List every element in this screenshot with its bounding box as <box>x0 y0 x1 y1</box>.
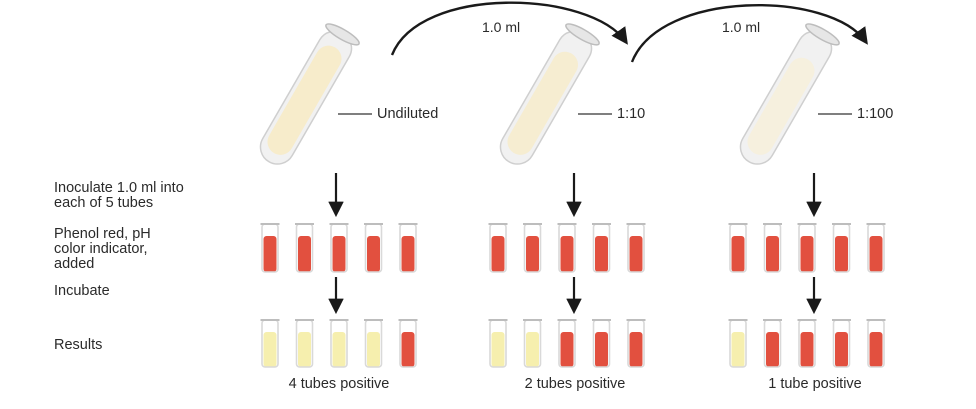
result-tube-g2-t1-liquid <box>491 332 505 367</box>
result-tube-g1-t1 <box>260 319 280 368</box>
result-tube-g3-t5-liquid <box>869 332 883 367</box>
indicator-tube-g2-t1-liquid <box>491 236 505 272</box>
indicator-tube-g1-t5-liquid <box>401 236 415 272</box>
result-label-undiluted: 4 tubes positive <box>288 376 390 392</box>
result-tube-g1-t3 <box>329 319 349 368</box>
indicator-tube-g1-t5 <box>398 223 418 273</box>
indicator-tube-g3-t1-liquid <box>731 236 745 272</box>
stock-tube-undiluted <box>259 23 360 165</box>
indicator-tube-g2-t4-liquid <box>595 236 608 272</box>
result-tube-g2-t2-liquid <box>526 332 539 367</box>
indicator-tube-g3-t5-liquid <box>869 236 883 272</box>
result-tube-g3-t3-liquid <box>800 332 814 367</box>
indicator-tube-g3-t2-liquid <box>766 236 779 272</box>
indicator-tube-g2-t3-liquid <box>560 236 574 272</box>
transfer-arrow-1 <box>390 1 628 56</box>
incubate-arrows <box>328 277 822 315</box>
result-tube-g1-t4 <box>364 319 383 368</box>
result-tube-g2-t3-liquid <box>560 332 574 367</box>
stock-tube-1-10 <box>499 23 600 165</box>
stock-tube-1-100 <box>739 23 840 165</box>
result-tube-rows <box>260 319 886 368</box>
indicator-tube-g3-t4-liquid <box>835 236 848 272</box>
indicator-tube-g2-t5-liquid <box>629 236 643 272</box>
result-label-1-100: 1 tube positive <box>768 376 862 392</box>
result-tube-g2-t4-liquid <box>595 332 608 367</box>
indicator-tube-g1-t3-liquid <box>332 236 346 272</box>
result-label-1-10: 2 tubes positive <box>524 376 626 392</box>
result-tube-g3-t4-liquid <box>835 332 848 367</box>
result-tube-g1-t3-liquid <box>332 332 346 367</box>
result-tube-g1-t2 <box>295 319 314 368</box>
dilution-label-1-10: 1:10 <box>617 106 646 122</box>
indicator-tube-g3-t1 <box>728 223 748 273</box>
step-label-inoculate: Inoculate 1.0 ml into each of 5 tubes <box>54 180 184 211</box>
result-tube-g2-t5-liquid <box>629 332 643 367</box>
result-tube-g2-t2 <box>523 319 542 368</box>
indicator-tube-g3-t3-liquid <box>800 236 814 272</box>
result-tube-g2-t5 <box>626 319 646 368</box>
indicator-tube-g2-t2-liquid <box>526 236 539 272</box>
indicator-tube-g3-t2 <box>763 223 782 273</box>
result-tube-g1-t2-liquid <box>298 332 311 367</box>
indicator-tube-g3-t4 <box>832 223 851 273</box>
indicator-tube-rows <box>260 223 886 273</box>
indicator-tube-g2-t4 <box>592 223 611 273</box>
indicator-tube-g1-t2 <box>295 223 314 273</box>
indicator-tube-g1-t4 <box>364 223 383 273</box>
indicator-tube-g1-t2-liquid <box>298 236 311 272</box>
result-tube-g3-t1 <box>728 319 748 368</box>
indicator-tube-g2-t2 <box>523 223 542 273</box>
result-tube-g1-t5-liquid <box>401 332 415 367</box>
indicator-tube-g3-t5 <box>866 223 886 273</box>
result-tube-g1-t4-liquid <box>367 332 380 367</box>
step-label-results: Results <box>54 337 103 353</box>
transfer-label-1: 1.0 ml <box>482 19 521 35</box>
indicator-tube-g1-t1-liquid <box>263 236 277 272</box>
result-tube-g2-t1 <box>488 319 508 368</box>
step-label-indicator: Phenol red, pH color indicator, added <box>54 226 151 272</box>
result-tube-g3-t5 <box>866 319 886 368</box>
inoculate-arrows <box>328 173 822 218</box>
indicator-tube-g2-t3 <box>557 223 577 273</box>
indicator-tube-g2-t1 <box>488 223 508 273</box>
result-tube-g2-t4 <box>592 319 611 368</box>
result-tube-g3-t2 <box>763 319 782 368</box>
result-tube-g2-t3 <box>557 319 577 368</box>
result-tube-g3-t4 <box>832 319 851 368</box>
indicator-tube-g1-t3 <box>329 223 349 273</box>
step-label-incubate: Incubate <box>54 283 110 299</box>
indicator-tube-g2-t5 <box>626 223 646 273</box>
transfer-arrow-2 <box>630 4 868 63</box>
result-tube-g3-t1-liquid <box>731 332 745 367</box>
indicator-tube-g1-t4-liquid <box>367 236 380 272</box>
transfer-label-2: 1.0 ml <box>722 19 761 35</box>
dilution-label-undiluted: Undiluted <box>377 106 439 122</box>
indicator-tube-g3-t3 <box>797 223 817 273</box>
result-tube-g3-t2-liquid <box>766 332 779 367</box>
result-tube-g1-t1-liquid <box>263 332 277 367</box>
result-tube-g3-t3 <box>797 319 817 368</box>
result-tube-g1-t5 <box>398 319 418 368</box>
dilution-label-1-100: 1:100 <box>857 106 894 122</box>
indicator-tube-g1-t1 <box>260 223 280 273</box>
